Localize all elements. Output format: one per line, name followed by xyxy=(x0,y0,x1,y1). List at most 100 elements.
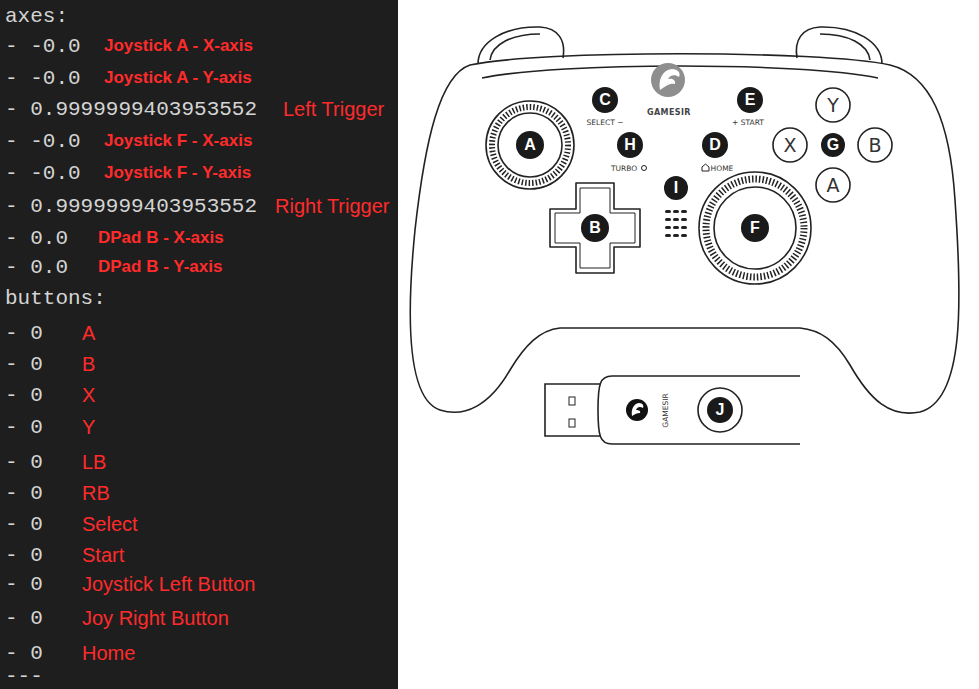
brand-logo-mark xyxy=(660,69,680,90)
face-glyph: B xyxy=(868,134,881,156)
code-line: - 0 xyxy=(5,642,43,665)
left-stick-cap xyxy=(498,113,562,177)
callout-circle: F xyxy=(741,214,769,242)
callout-circle: G xyxy=(821,133,845,157)
code-line: - 0 xyxy=(5,322,43,345)
button-annotation: Home xyxy=(82,642,135,665)
button-label: SELECT − xyxy=(587,118,624,127)
face-button-a xyxy=(816,168,850,202)
face-glyph: X xyxy=(783,134,796,156)
callout-letter: G xyxy=(827,137,839,153)
left-stick-grip xyxy=(492,107,568,183)
axis-annotation: DPad B - Y-axis xyxy=(98,257,222,277)
grille-dot xyxy=(681,218,687,221)
button-annotation: Y xyxy=(82,416,95,439)
grille-dot xyxy=(673,226,679,229)
button-label: + START xyxy=(732,118,764,127)
code-line: - -0.0 xyxy=(5,35,81,58)
right-bumper xyxy=(796,27,882,64)
callout-circle: B xyxy=(581,214,609,242)
grille-dot xyxy=(673,234,679,237)
grille-dot xyxy=(665,234,671,237)
button-label: TURBO xyxy=(611,164,637,173)
grille-dot xyxy=(665,210,671,213)
grille-dot xyxy=(673,218,679,221)
callout-circle: A xyxy=(516,131,544,159)
dongle-body xyxy=(598,376,800,444)
dongle-brand-text: GAMESIR xyxy=(661,393,670,427)
grille-dot xyxy=(681,210,687,213)
code-line: - 0 xyxy=(5,544,43,567)
dongle-button-ring xyxy=(698,388,742,432)
section-key: axes: xyxy=(5,5,68,28)
callout-circle: E xyxy=(737,87,763,113)
callout-circle: D xyxy=(702,132,728,158)
button-annotation: RB xyxy=(82,482,110,505)
callout-circle: H xyxy=(617,132,643,158)
axis-annotation: Joystick F - X-axis xyxy=(104,131,252,151)
grille-dot xyxy=(681,226,687,229)
grille-dot xyxy=(665,226,671,229)
code-line: --- xyxy=(5,665,43,688)
button-annotation: LB xyxy=(82,451,106,474)
button-annotation: Start xyxy=(82,544,124,567)
face-glyph: A xyxy=(827,174,840,196)
callout-letter: E xyxy=(745,92,756,108)
dongle-logo-mark xyxy=(632,403,644,416)
right-stick-cap xyxy=(714,187,796,269)
axis-annotation: Left Trigger xyxy=(283,98,384,121)
button-annotation: A xyxy=(82,322,95,345)
code-line: - 0 xyxy=(5,353,43,376)
callout-letter: J xyxy=(716,402,725,418)
section-key: buttons: xyxy=(5,287,106,310)
dpad-cross-inner xyxy=(555,188,635,268)
grille-dot xyxy=(681,234,687,237)
home-icon xyxy=(702,164,709,171)
callout-letter: H xyxy=(624,137,636,153)
left-bumper xyxy=(478,27,564,64)
axis-annotation: Joystick A - X-axis xyxy=(104,36,253,56)
callout-circle: I xyxy=(664,176,688,200)
code-line: - 0 xyxy=(5,416,43,439)
button-label: HOME xyxy=(711,164,734,173)
button-annotation: Select xyxy=(82,513,138,536)
button-annotation: B xyxy=(82,353,95,376)
code-line: - 0 xyxy=(5,607,43,630)
brand-text: GAMESIR xyxy=(647,108,691,117)
grille-dot xyxy=(665,218,671,221)
callout-circle: C xyxy=(592,87,618,113)
code-line: - 0.9999999403953552 xyxy=(5,195,257,218)
axis-annotation: Right Trigger xyxy=(275,195,390,218)
button-annotation: Joy Right Button xyxy=(82,607,229,630)
left-stick-rim xyxy=(486,101,574,189)
code-line: - 0.9999999403953552 xyxy=(5,98,257,121)
button-annotation: Joystick Left Button xyxy=(82,573,255,596)
callout-letter: D xyxy=(709,137,721,153)
callout-letter: A xyxy=(524,137,536,153)
button-annotation: X xyxy=(82,384,95,407)
turbo-icon xyxy=(642,166,647,171)
code-line: - 0 xyxy=(5,573,43,596)
code-line: - 0 xyxy=(5,513,43,536)
code-line: - 0 xyxy=(5,482,43,505)
right-stick-rim xyxy=(699,172,811,284)
code-line: - 0 xyxy=(5,384,43,407)
dpad-cross xyxy=(550,183,640,273)
callout-letter: C xyxy=(599,92,611,108)
axis-annotation: Joystick F - Y-axis xyxy=(104,163,251,183)
callout-letter: B xyxy=(589,220,601,236)
usb-contact xyxy=(569,397,575,405)
face-button-x xyxy=(773,128,807,162)
speaker-grille xyxy=(665,210,687,237)
right-stick-grip xyxy=(706,179,804,277)
right-bumper-edge xyxy=(820,34,870,60)
callout-circle: J xyxy=(707,397,733,423)
code-line: - -0.0 xyxy=(5,162,81,185)
face-button-y xyxy=(816,88,850,122)
face-button-b xyxy=(858,128,892,162)
usb-plug xyxy=(545,384,600,436)
axis-annotation: Joystick A - Y-axis xyxy=(104,68,252,88)
code-line: - 0 xyxy=(5,451,43,474)
code-line: - -0.0 xyxy=(5,130,81,153)
